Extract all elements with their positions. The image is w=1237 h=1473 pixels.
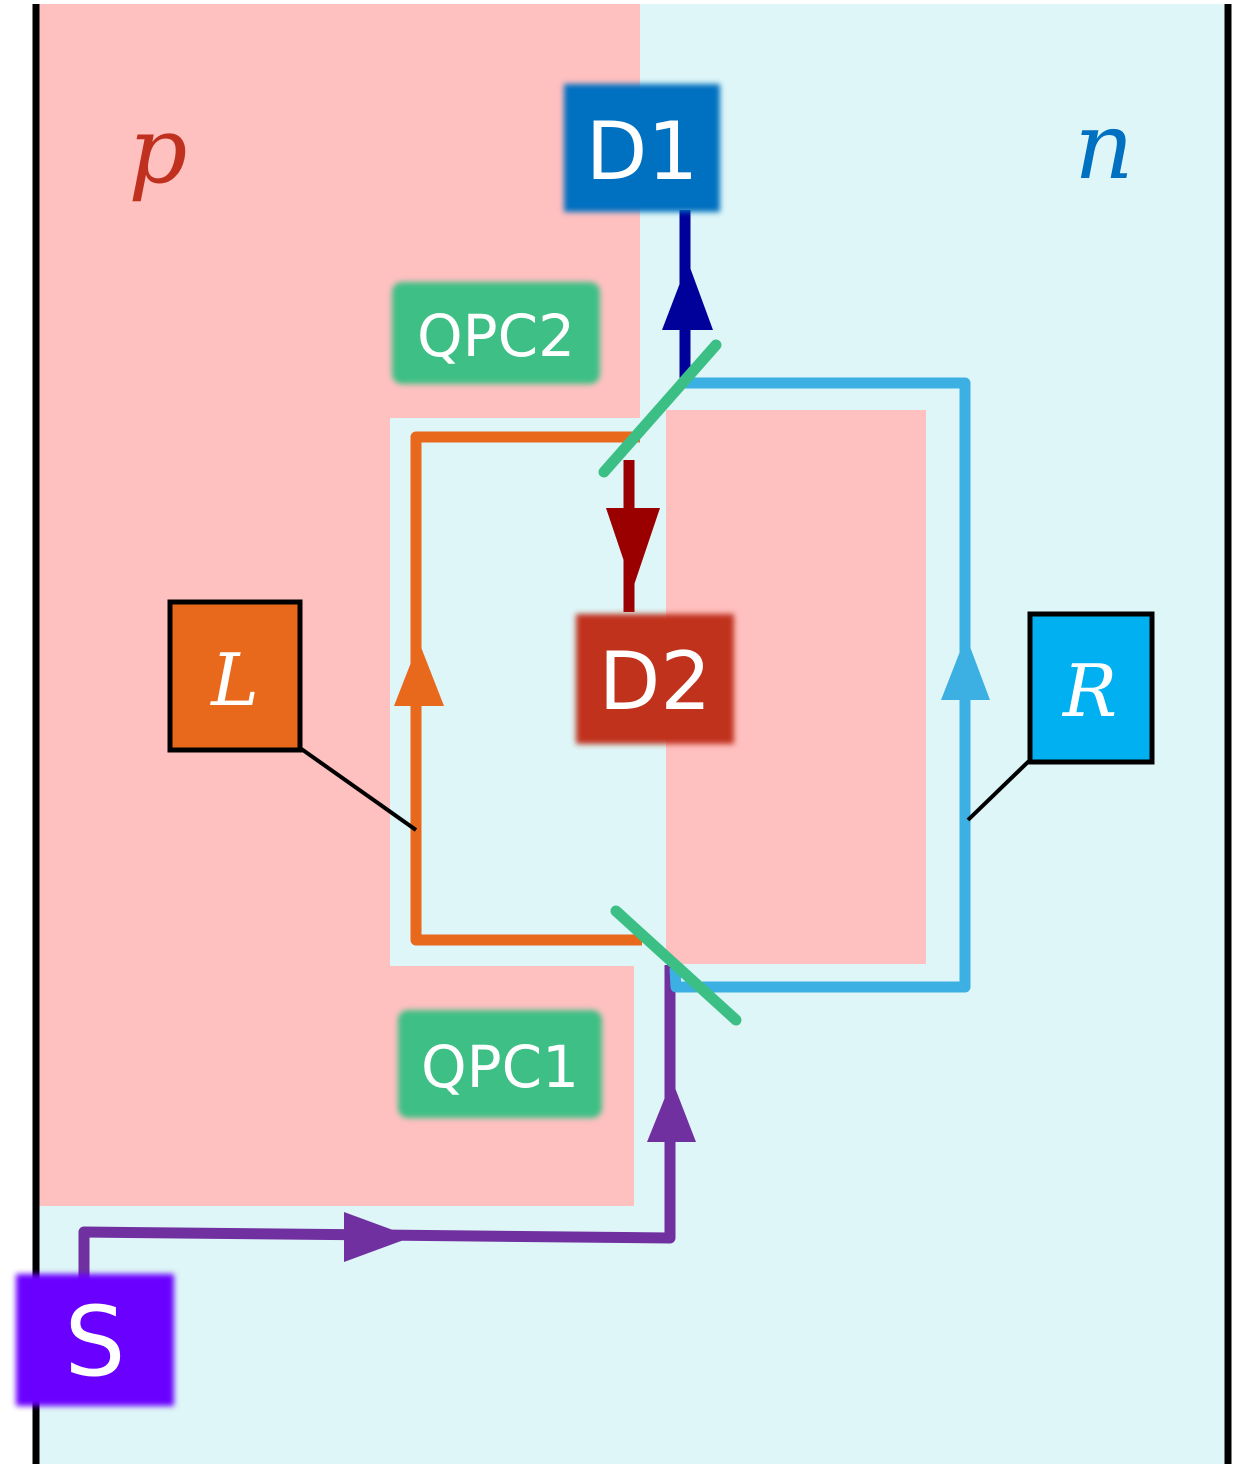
qpc1-box: QPC1 <box>398 1010 602 1118</box>
detector2-label: D2 <box>599 635 712 728</box>
right-arm-box: R <box>1027 611 1155 765</box>
detector1-box: D1 <box>564 84 720 212</box>
qpc2-label: QPC2 <box>417 302 575 370</box>
source-path-arrow-up <box>647 1080 696 1142</box>
detector2-box: D2 <box>576 614 734 744</box>
detector2-arrow-down <box>606 508 660 588</box>
left-arm-label: L <box>209 638 259 722</box>
source-box: S <box>16 1274 174 1406</box>
qpc2-line <box>598 339 722 478</box>
n-region-label: n <box>1074 93 1133 200</box>
qpc1-label: QPC1 <box>421 1033 579 1101</box>
p-region-label: p <box>129 97 188 204</box>
qpc1-line <box>610 905 742 1026</box>
left-box-connector <box>298 746 418 832</box>
left-arm-box: L <box>167 599 303 753</box>
right-arm-path <box>669 377 971 993</box>
right-box-connector <box>966 758 1032 822</box>
left-arm-arrow-up <box>394 642 444 706</box>
source-label: S <box>65 1286 126 1398</box>
detector1-arrow-up <box>662 262 713 330</box>
right-arm-label: R <box>1061 649 1117 733</box>
source-path-arrow-right <box>344 1212 412 1262</box>
detector1-label: D1 <box>586 105 699 198</box>
qpc2-box: QPC2 <box>392 282 600 384</box>
right-arm-arrow-up <box>941 636 990 700</box>
